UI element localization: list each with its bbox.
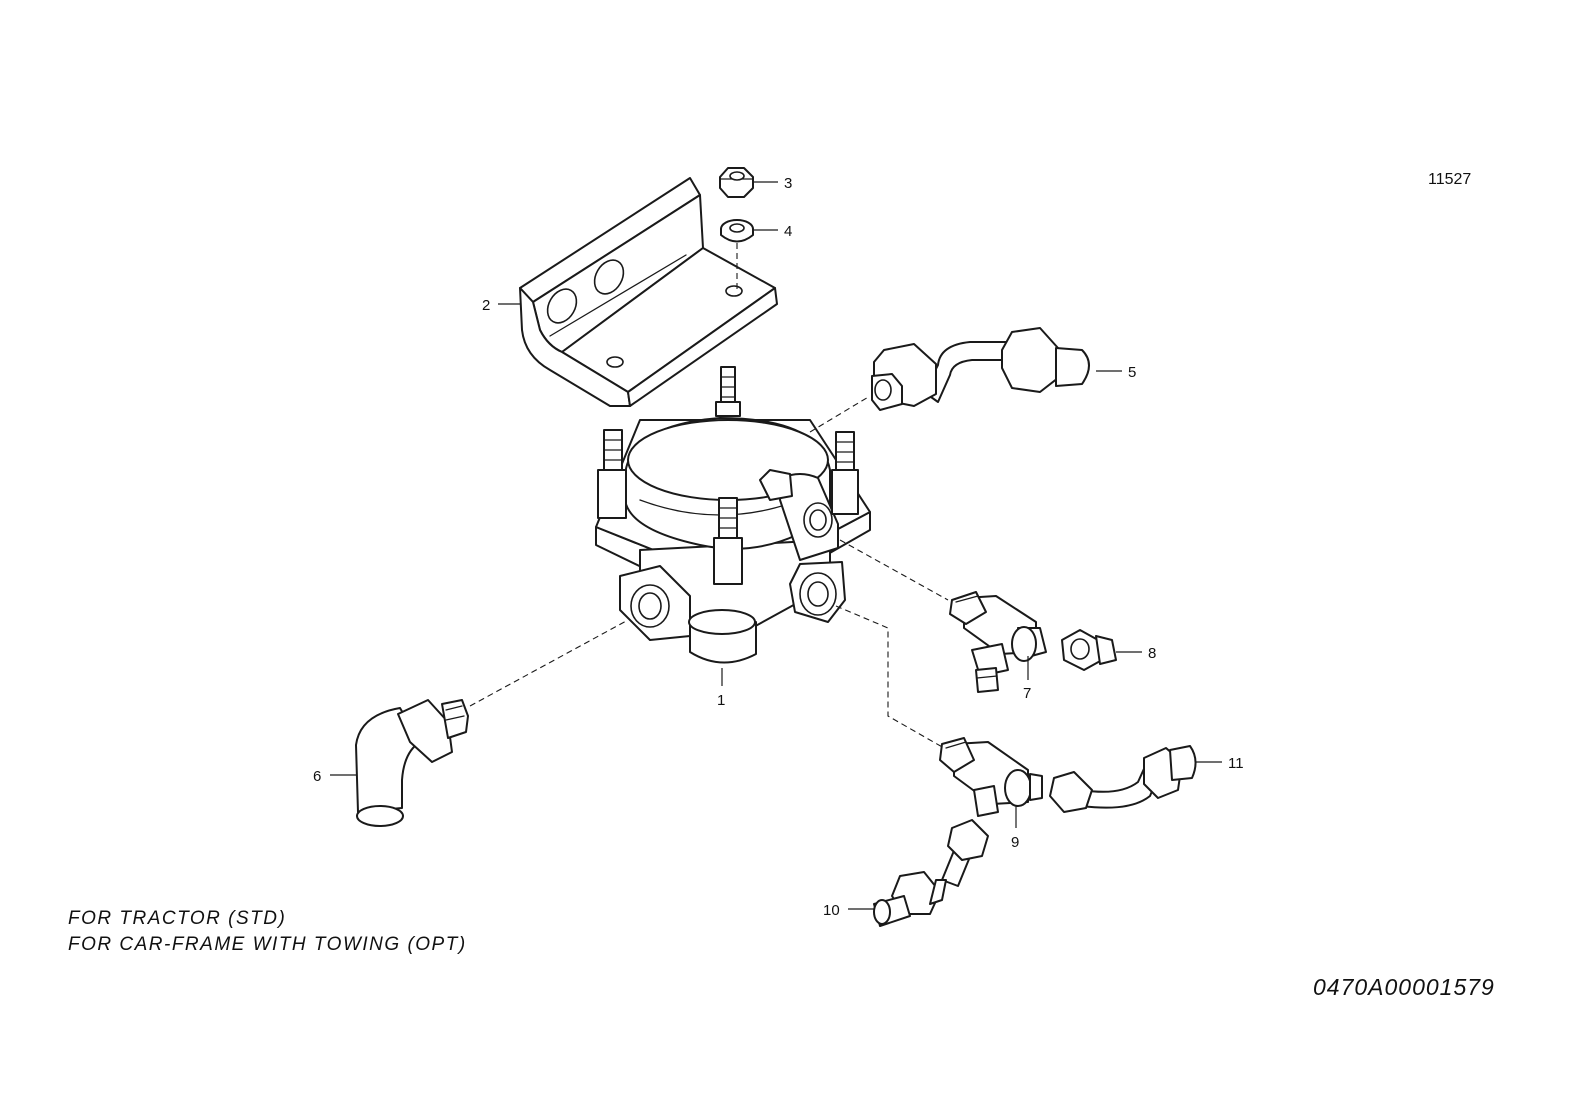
hex-nut xyxy=(719,167,754,198)
side-lug xyxy=(759,469,839,561)
note-tractor: FOR TRACTOR (STD) xyxy=(68,908,287,929)
tee-fitting-7 xyxy=(949,591,1047,693)
drawing-reference-top: 11527 xyxy=(1428,171,1472,188)
relay-valve xyxy=(595,366,871,664)
washer xyxy=(720,219,754,243)
callout-10: 10 xyxy=(823,902,840,919)
callout-3: 3 xyxy=(784,175,792,192)
note-car-frame: FOR CAR-FRAME WITH TOWING (OPT) xyxy=(68,934,467,955)
callout-6: 6 xyxy=(313,768,321,785)
callout-1: 1 xyxy=(717,692,725,709)
pipe-fitting-11 xyxy=(1049,745,1197,813)
elbow-fitting-6 xyxy=(355,699,469,827)
callout-8: 8 xyxy=(1148,645,1156,662)
drawing-reference-bottom: 0470A00001579 xyxy=(1313,974,1495,1000)
cap-nut-8 xyxy=(1061,629,1117,671)
stud-front xyxy=(713,497,743,585)
pipe-fitting-10 xyxy=(873,819,989,927)
mounting-bracket xyxy=(519,177,778,407)
callout-9: 9 xyxy=(1011,834,1019,851)
callout-7: 7 xyxy=(1023,685,1031,702)
callout-11: 11 xyxy=(1228,755,1244,772)
left-port xyxy=(619,565,691,641)
stud-top xyxy=(715,366,741,417)
right-port xyxy=(789,561,846,623)
connection-lines xyxy=(469,395,949,749)
callout-4: 4 xyxy=(784,223,792,240)
callout-2: 2 xyxy=(482,297,490,314)
callout-5: 5 xyxy=(1128,364,1136,381)
stud-right xyxy=(831,431,859,515)
stud-left xyxy=(597,429,627,519)
callouts: 1 2 3 4 5 6 7 8 9 10 11 xyxy=(313,175,1244,919)
tee-fitting-9 xyxy=(939,737,1043,817)
pipe-fitting-5 xyxy=(871,327,1090,411)
